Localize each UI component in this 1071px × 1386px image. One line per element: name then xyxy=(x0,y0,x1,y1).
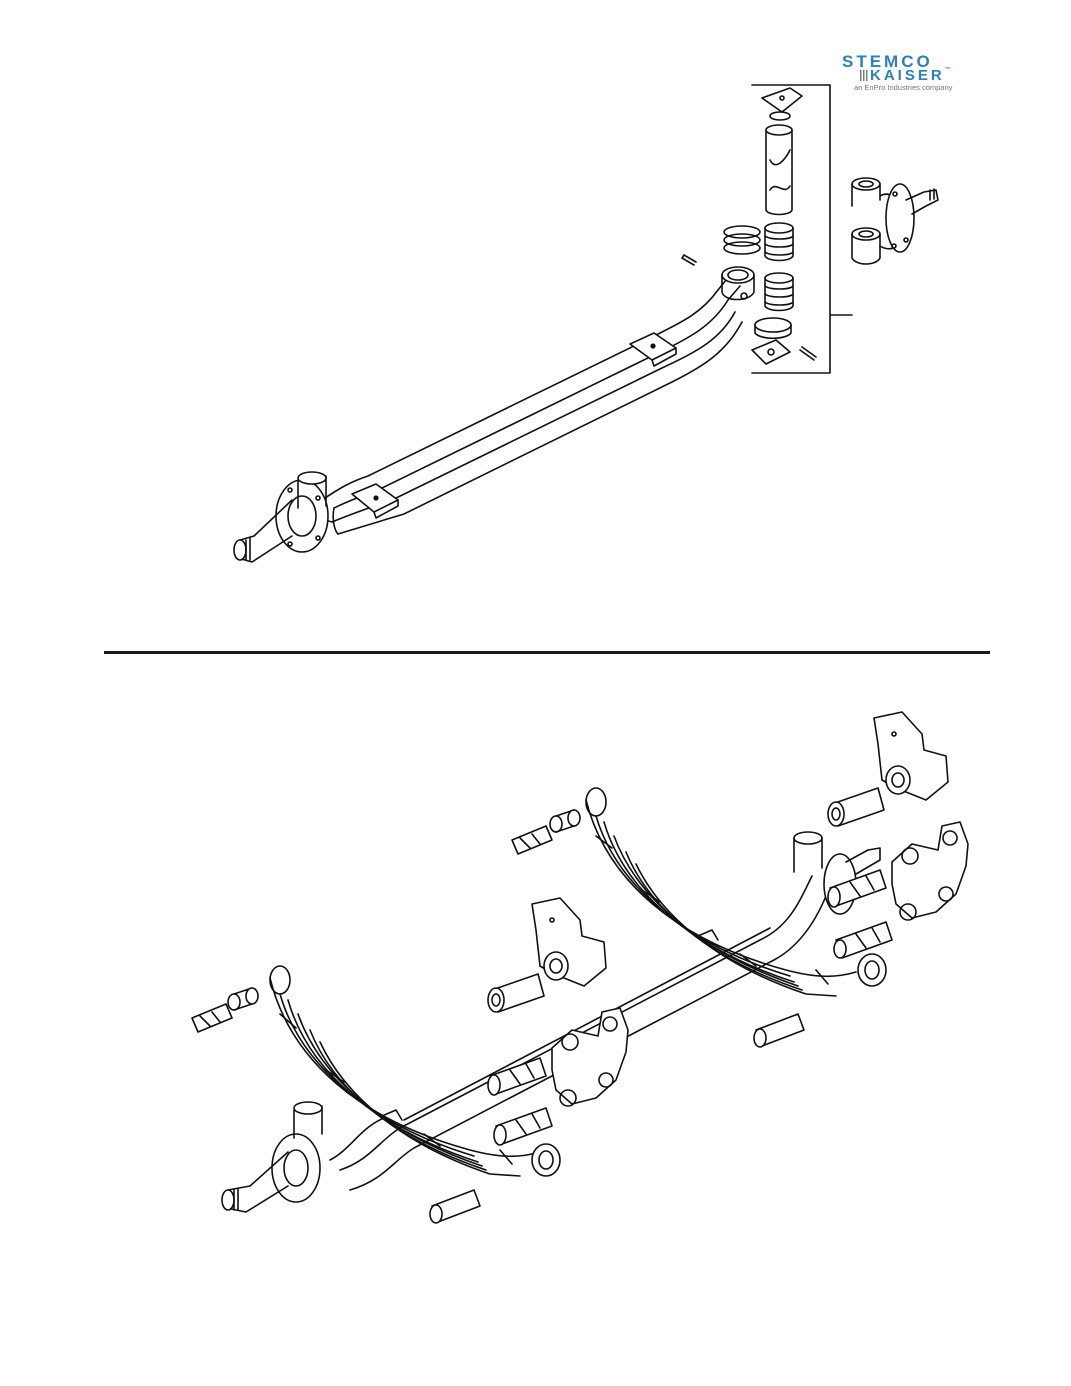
right-hanger-bracket xyxy=(874,712,948,800)
steer-axle-diagram xyxy=(0,0,1071,620)
section-divider xyxy=(104,651,990,654)
bushing-upper xyxy=(765,223,793,261)
king-pin xyxy=(766,130,792,215)
right-spindle xyxy=(846,848,880,874)
right-front-bushing xyxy=(550,810,580,832)
stemco-kaiser-logo: STEMCO KAISER™ an EnPro Industries compa… xyxy=(836,50,996,94)
right-shackle xyxy=(892,822,968,920)
draw-key xyxy=(682,255,696,265)
right-front-pin xyxy=(512,826,552,854)
left-kingpin-boss xyxy=(294,1106,322,1138)
left-kingpin-boss xyxy=(298,476,326,508)
left-shackle-pin-upper xyxy=(488,1058,546,1095)
logo-line-2: KAISER™ xyxy=(870,67,951,84)
axle-beam xyxy=(322,275,740,508)
grease-fitting xyxy=(800,347,816,360)
cap-gasket xyxy=(770,112,790,120)
bottom-cap xyxy=(752,340,790,364)
left-hanger-bracket xyxy=(532,898,606,986)
kit-bracket xyxy=(752,85,852,373)
right-shackle-pin-upper xyxy=(828,870,886,907)
right-shackle-pin-lower xyxy=(834,922,892,958)
thrust-bearing xyxy=(755,318,791,332)
left-hanger-bushing xyxy=(488,974,544,1012)
left-shackle-pin-lower xyxy=(494,1108,552,1145)
spring-suspension-diagram xyxy=(0,690,1071,1270)
logo-line-1: STEMCO xyxy=(842,52,933,71)
shim-1 xyxy=(724,226,760,238)
logo-tagline: an EnPro Industries company xyxy=(854,83,953,92)
left-shackle xyxy=(552,1008,628,1106)
left-front-pin xyxy=(192,1004,232,1032)
right-steering-knuckle xyxy=(852,178,938,264)
right-leaf-spring xyxy=(586,788,886,996)
left-leaf-spring xyxy=(270,966,560,1176)
right-spring-eye-bushing xyxy=(754,1014,804,1047)
right-hanger-bushing xyxy=(828,788,884,826)
bushing-lower xyxy=(765,273,793,311)
left-knuckle-flange xyxy=(272,1134,320,1202)
logo-bars-icon xyxy=(860,70,868,81)
left-front-bushing xyxy=(228,988,258,1010)
left-spring-eye-bushing xyxy=(430,1190,480,1223)
